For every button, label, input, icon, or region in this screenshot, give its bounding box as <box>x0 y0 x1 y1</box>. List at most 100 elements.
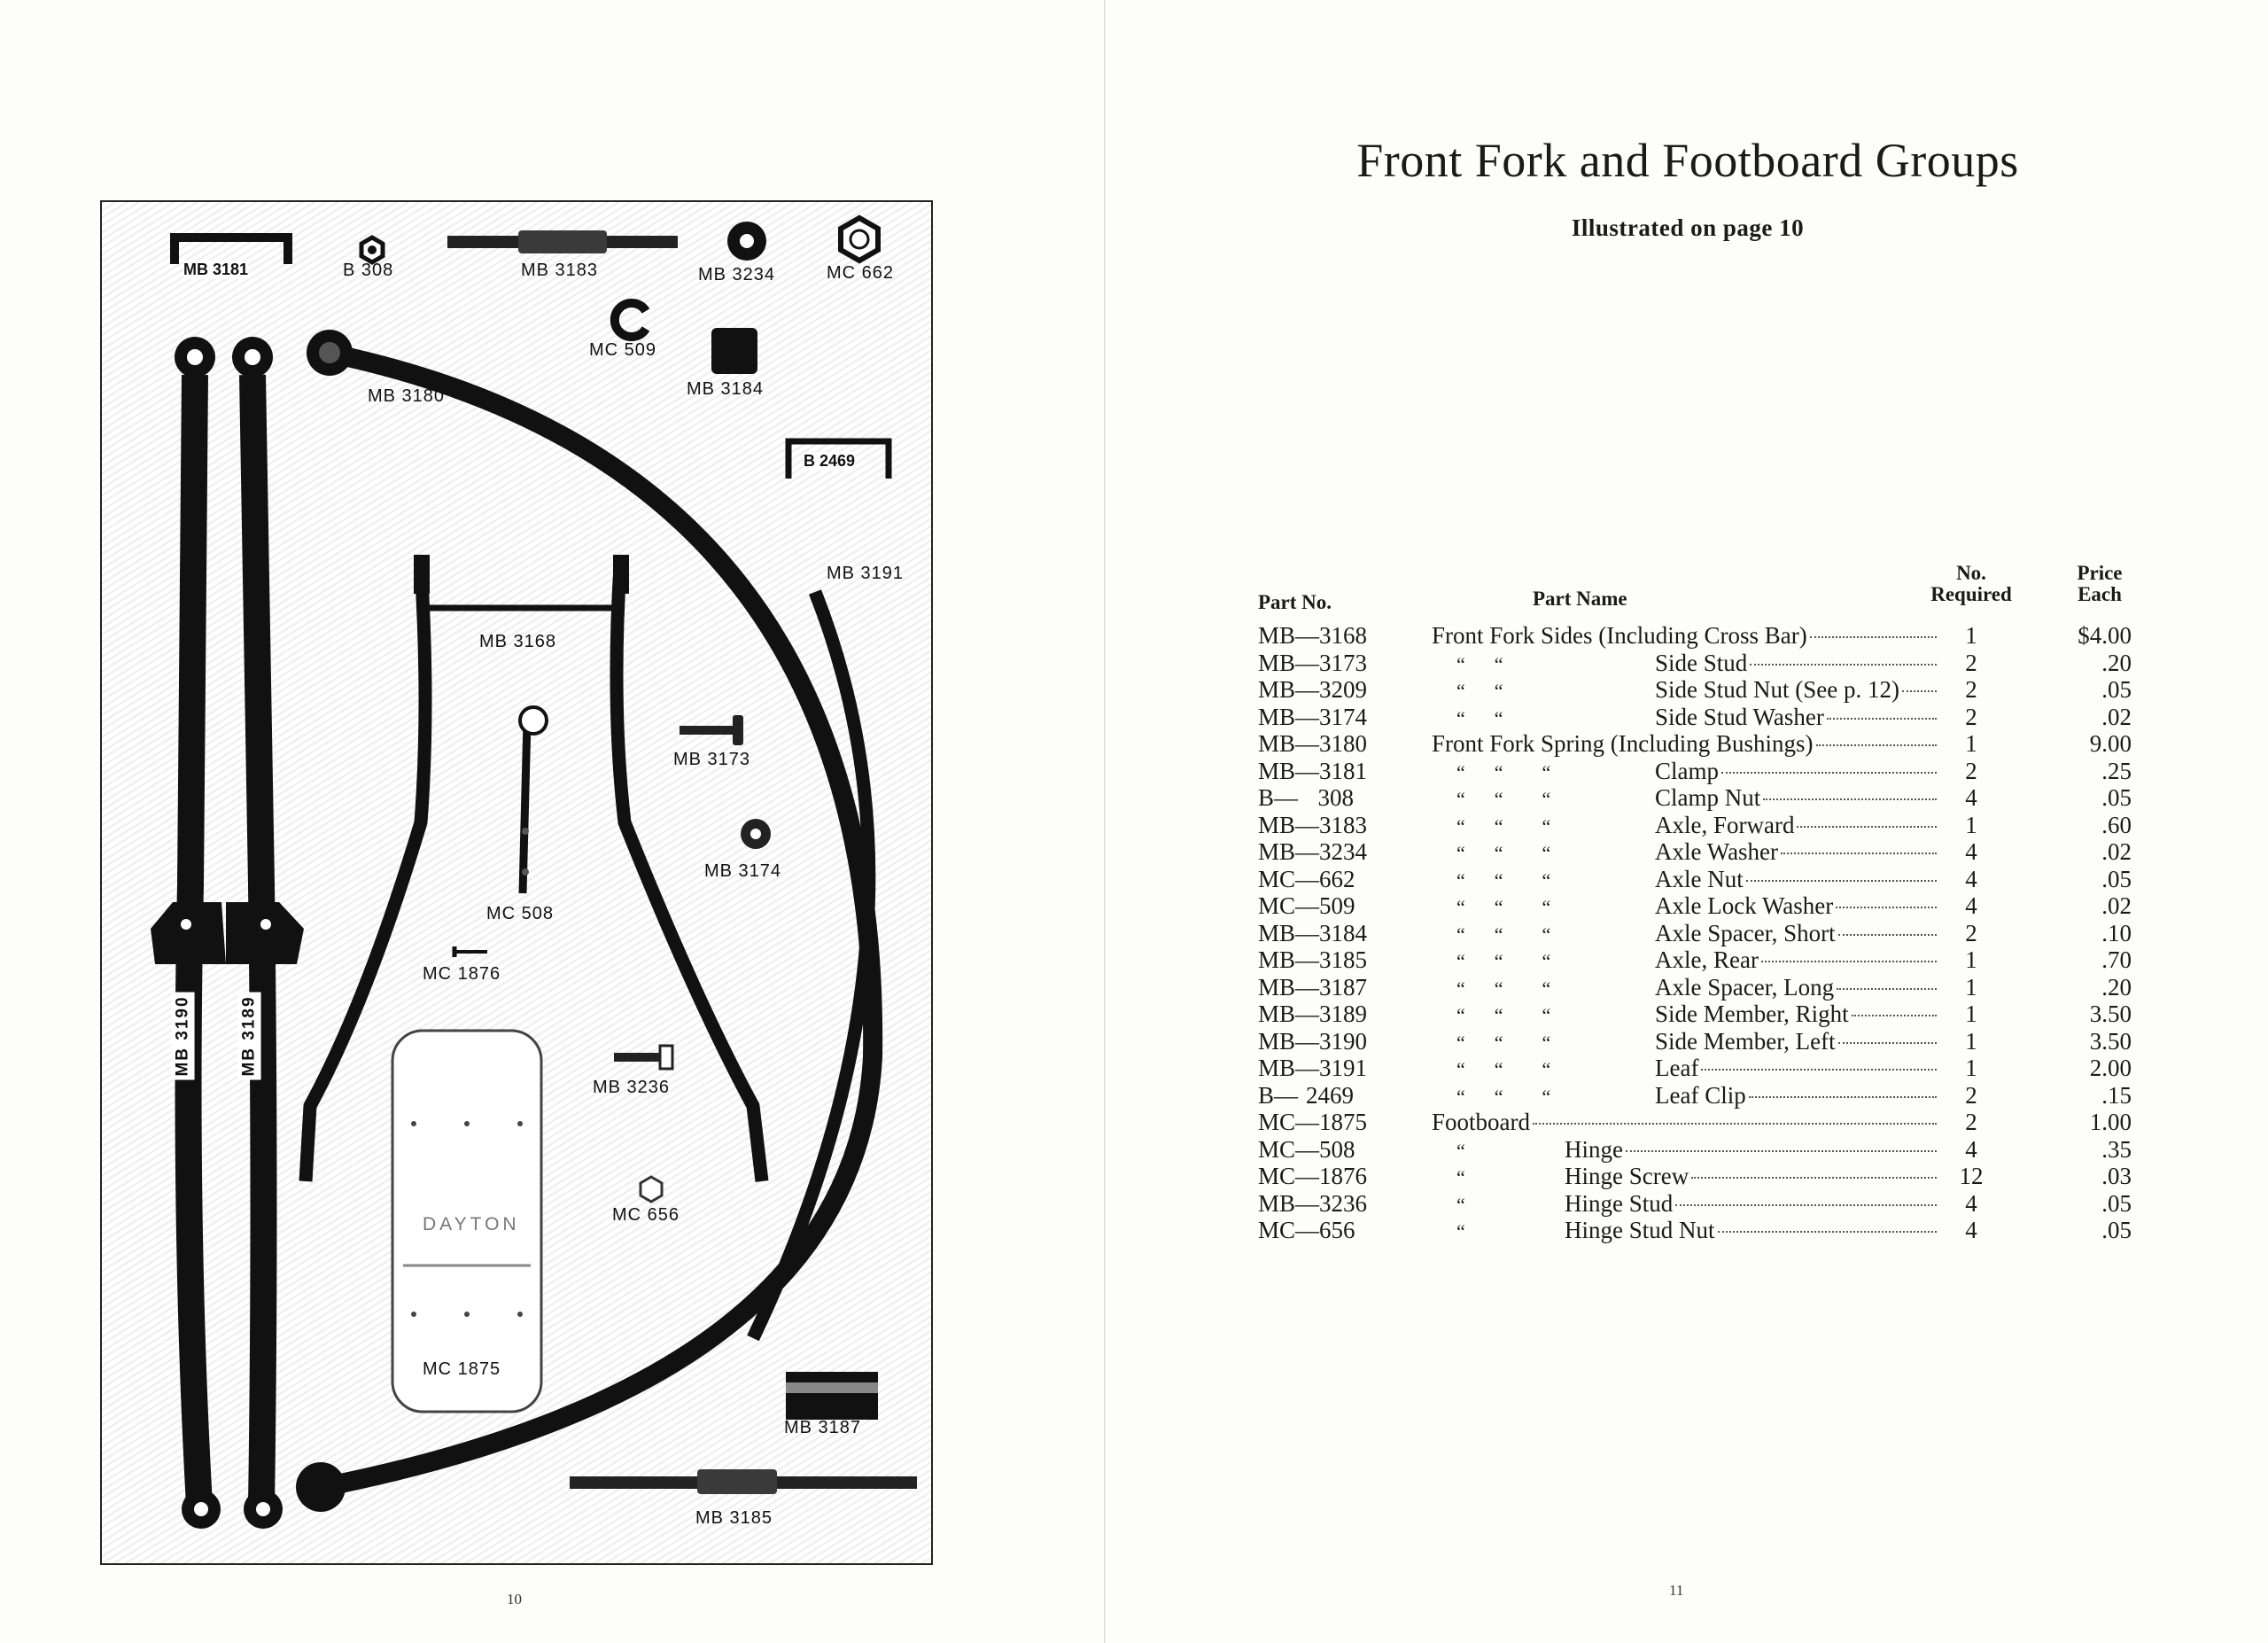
part-name: “ “ “Axle Spacer, Long <box>1432 974 1942 1001</box>
part-prefix: MB— <box>1258 1189 1320 1217</box>
part-name: “ “ “Axle, Forward <box>1432 812 1942 839</box>
price-each: .02 <box>2101 703 2132 730</box>
label-mb3191: MB 3191 <box>827 564 905 583</box>
price-each: .70 <box>2101 946 2132 973</box>
price-each: .20 <box>2101 649 2132 676</box>
fork-sides-mb3168-shape <box>299 555 769 1182</box>
part-prefix: MB— <box>1258 649 1320 676</box>
right-page: Front Fork and Footboard Groups Illustra… <box>1107 0 2268 1643</box>
quantity-required: 1 <box>1965 1001 1977 1027</box>
part-num: 3189 <box>1319 1001 1368 1027</box>
label-mb3236: MB 3236 <box>593 1078 671 1097</box>
part-prefix: MB— <box>1258 1055 1320 1081</box>
price-each: .02 <box>2101 838 2132 865</box>
price-each: 3.50 <box>2089 1001 2132 1027</box>
label-b308: B 308 <box>343 261 394 280</box>
part-name-column: Front Fork Sides (Including Cross Bar) “ … <box>1432 622 1942 1244</box>
leader-dots <box>1837 987 1937 990</box>
part-num: 2469 <box>1306 1081 1354 1109</box>
part-name-text: Side Member, Right <box>1655 1001 1849 1027</box>
ditto-marks: “ “ “ <box>1456 1004 1551 1026</box>
part-number: MB—3173 <box>1258 649 1367 677</box>
part-number: MC—509 <box>1258 892 1355 920</box>
page-number-right: 11 <box>1669 1582 1684 1599</box>
quantity-required: 4 <box>1965 865 1977 892</box>
part-name: “ “Side Stud Nut (See p. 12) <box>1432 676 1942 704</box>
footboard-brand: DAYTON <box>423 1214 520 1234</box>
part-prefix: MC— <box>1258 1109 1320 1135</box>
price-each: .05 <box>2101 865 2132 892</box>
quantity-required: 2 <box>1965 703 1977 730</box>
label-mc1876: MC 1876 <box>423 964 501 984</box>
page-title: Front Fork and Footboard Groups <box>1356 134 2019 187</box>
label-mc508: MC 508 <box>486 904 555 923</box>
part-num: 3184 <box>1319 919 1368 946</box>
header-each: Each <box>2078 583 2122 605</box>
ditto-marks: “ “ “ <box>1456 788 1551 810</box>
hinge-mc508-shape <box>518 705 548 894</box>
part-num: 662 <box>1319 865 1355 892</box>
part-name: “ “ “Axle Washer <box>1432 838 1942 866</box>
part-number: MB—3209 <box>1258 676 1367 704</box>
quantity-required: 1 <box>1965 1055 1977 1081</box>
part-name-text: Axle Spacer, Short <box>1655 919 1836 946</box>
part-name-text: Front Fork Spring (Including Bushings) <box>1432 730 1814 757</box>
quantity-required: 1 <box>1965 622 1977 649</box>
price-each: 1.00 <box>2089 1109 2132 1135</box>
part-number: MB—3180 <box>1258 730 1367 758</box>
ditto-marks: “ “ <box>1456 680 1503 702</box>
clamp-mb3181-shape <box>170 233 292 264</box>
ditto-marks: “ “ “ <box>1456 1058 1551 1080</box>
ditto-marks: “ “ “ <box>1456 868 1551 892</box>
part-name-text: Clamp Nut <box>1655 784 1761 811</box>
part-name: Front Fork Sides (Including Cross Bar) <box>1432 622 1942 650</box>
leader-dots <box>1625 1149 1937 1152</box>
quantity-required: 2 <box>1965 757 1977 784</box>
nut-b308-shape <box>359 235 385 265</box>
part-name-text: Side Member, Left <box>1655 1027 1836 1055</box>
lock-washer-mc509-shape <box>610 299 650 341</box>
leader-dots <box>1763 798 1937 800</box>
price-each: 3.50 <box>2089 1027 2132 1055</box>
part-name-text: Side Stud <box>1655 649 1748 676</box>
part-name-text: Axle Nut <box>1655 865 1744 892</box>
leader-dots <box>1745 879 1937 882</box>
part-num: 508 <box>1319 1135 1355 1163</box>
ditto-marks: “ “ “ <box>1456 842 1551 864</box>
part-num: 656 <box>1319 1217 1355 1243</box>
part-num: 1875 <box>1319 1109 1368 1135</box>
part-prefix: MB— <box>1258 1027 1320 1055</box>
quantity-required: 2 <box>1965 919 1977 946</box>
part-number: MB—3168 <box>1258 622 1367 650</box>
part-name-text: Leaf Clip <box>1655 1081 1746 1109</box>
price-each: $4.00 <box>2078 622 2132 649</box>
price-each: .05 <box>2101 784 2132 811</box>
part-prefix: B— <box>1258 1081 1299 1109</box>
part-prefix: B— <box>1258 784 1299 811</box>
part-name-text: Hinge Screw <box>1565 1163 1689 1189</box>
part-num: 3180 <box>1319 730 1368 757</box>
label-mc656: MC 656 <box>612 1205 680 1225</box>
page-number-left: 10 <box>507 1591 522 1608</box>
header-part-no: Part No. <box>1258 591 1332 613</box>
price-each: .05 <box>2101 1217 2132 1243</box>
label-mb3180: MB 3180 <box>368 386 446 406</box>
ditto-marks: “ “ “ <box>1456 923 1551 946</box>
price-each: .02 <box>2101 892 2132 919</box>
part-number: MB—3187 <box>1258 974 1367 1001</box>
spacer-mb3187-shape <box>786 1372 878 1420</box>
nut-mc656-shape <box>639 1175 664 1203</box>
quantity-required: 4 <box>1965 892 1977 919</box>
quantity-required: 12 <box>1959 1163 1984 1189</box>
price-each: .25 <box>2101 757 2132 784</box>
left-page: MB 3181 B 308 MB 3183 MB 3234 MC 662 MC … <box>0 0 1104 1643</box>
ditto-marks: “ <box>1456 1220 1465 1242</box>
part-name: “ “ “Side Member, Left <box>1432 1028 1942 1055</box>
leader-dots <box>1837 933 1937 936</box>
part-number: MB—3234 <box>1258 838 1367 866</box>
price-each: 2.00 <box>2089 1055 2132 1081</box>
quantity-required: 2 <box>1965 676 1977 703</box>
part-prefix: MB— <box>1258 676 1320 703</box>
washer-mb3234-shape <box>727 222 766 261</box>
